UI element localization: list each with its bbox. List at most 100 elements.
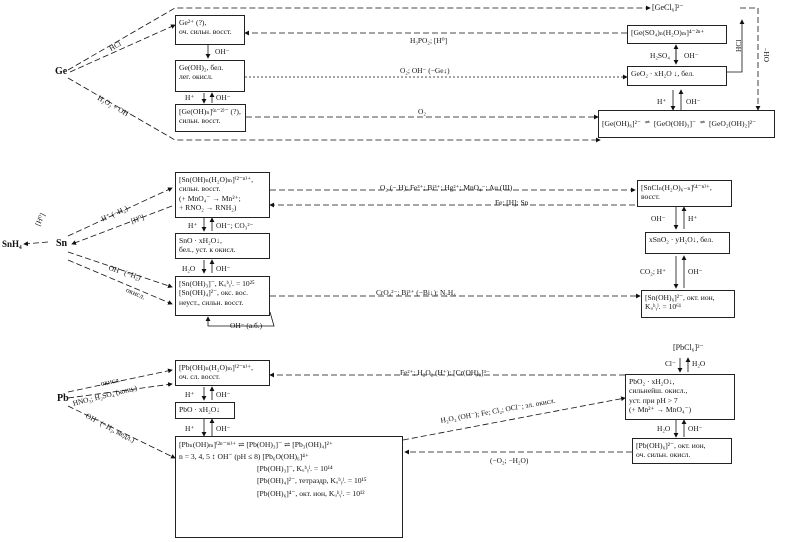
label-oh: OH⁻ [216,264,231,273]
label-cro4: CrO₄²⁻; Bi³⁺ (−Bi↓); N₂H₄ [376,288,456,297]
label-ge-o2: O₂; OH⁻ (−Ge↓) [400,66,450,75]
arrow-ge-gecl6 [67,5,651,71]
gecl6-label: [GeCl₆]²⁻ [652,3,684,12]
box-text: [Pb(OH)₆]²⁻, окт. ион, [636,441,706,450]
box-text: [Pbₙ(OH)ₘ]⁽²ⁿ⁻ᵐ⁾⁺ ⇌ [Pb(OH)₃]⁻ ⇌ [Pb₃(OH… [179,440,333,449]
element-ge: Ge [55,66,68,77]
box-text: [GeO₂(OH)₂]²⁻ [709,119,757,129]
box-text: [Pb(OH)₃]⁻, Kᵤᵇᵧˡ. = 10¹⁴ [257,464,333,474]
label-oh: OH⁻ [686,97,701,106]
box-text: [Pb(OH)₄]²⁻, тетраэдр, Kᵤᵇᵧˡ. = 10¹⁵ [257,476,367,486]
arrow-pb-poly [67,405,176,459]
box-text: [Sn(OH)₆]²⁻, окт. ион, [645,293,715,302]
box-text: восст. [641,192,660,202]
label-co2-h: CO₂; H⁺ [640,267,666,276]
label-oh-v: OH⁻ [762,47,771,62]
box-text: [Sn(OH)₃]⁻, Kᵤᵇᵧˡ. = 10²⁵ [179,279,255,288]
box-text: [SnClₙ(H₂O)₆₋ₙ]⁽⁴⁻ⁿ⁾⁺, [641,183,712,192]
box-text: лег. окисл. [179,72,213,82]
box-text: [Sn(OH)ₙ(H₂O)ₘ]⁽²⁻ⁿ⁾⁺, [179,175,254,184]
label-h: H⁺ [688,214,698,223]
box-pbo: PbO · xH₂O↓ [175,402,235,419]
box-text: уст. при pH > 7 [629,395,678,405]
box-text: (+ Mn²⁺ → MnO₄⁻) [629,404,692,414]
equilibrium-icon: ⇌ [699,120,706,127]
box-ge-ox-chain: [Ge(OH)₆]²⁻ ⇌ [GeO(OH)₃]⁻ ⇌ [GeO₂(OH)₂]²… [598,110,775,138]
box-pb-poly: [Pbₙ(OH)ₘ]⁽²ⁿ⁻ᵐ⁾⁺ ⇌ [Pb(OH)₃]⁻ ⇌ [Pb₃(OH… [175,436,403,538]
box-ge-so4: [Ge(SO₄)ₙ(H₂O)ₘ]⁴⁻²ⁿ⁺ [627,25,727,44]
box-text: PbO₂ · xH₂O↓, [629,377,675,386]
label-h: H⁺ [185,390,195,399]
box-sn-aqua: [Sn(OH)ₙ(H₂O)ₘ]⁽²⁻ⁿ⁾⁺, сильн. восст. (+ … [175,172,270,218]
box-text: (+ MnO₄⁻ → Mn²⁺; [179,193,241,203]
label-oh: OH⁻ [651,214,666,223]
box-sncl-iv: [SnClₙ(H₂O)₆₋ₙ]⁽⁴⁻ⁿ⁾⁺, восст. [637,180,732,207]
label-oh-co3: OH⁻; CO₃²⁻ [216,221,254,230]
box-ge-hydroxo: [Ge(OH)ₙ]⁽ⁿ⁻²⁾⁻ (?), сильн. восст. [175,104,246,132]
label-ge-o2b: O₂ [418,107,426,116]
label-oh: OH⁻ [216,390,231,399]
box-pbo2: PbO₂ · xH₂O↓, сильнейш. окисл., уст. при… [625,374,735,420]
pbcl6-label: [PbCl₆]²⁻ [673,343,704,352]
label-oh-ab: OH⁻ (а.б.) [230,321,263,330]
box-text: [Ge(OH)ₙ]⁽ⁿ⁻²⁾⁻ (?), [179,107,241,116]
box-text: [GeO(OH)₃]⁻ [653,119,696,129]
label-oh: OH⁻ [688,267,703,276]
label-sn-h: H⁺ [188,221,198,230]
label-h3po2: H₃PO₂; [H⁰] [410,36,448,45]
label-oh: OH⁻ [216,93,231,102]
label-h2o: H₂O [692,359,706,368]
box-text: PbO · xH₂O↓ [179,405,221,414]
arrow-sn-snh4 [23,241,49,247]
box-text: Ge(OH)₂, бел. [179,63,224,72]
box-ge-ion: Ge²⁺ (?), оч. сильн. восст. [175,15,245,45]
box-text: сильн. восст. [179,116,221,126]
label-hcl-v: HCl [734,39,743,52]
box-ge-oh2: Ge(OH)₂, бел. лег. окисл. [175,60,245,92]
arrow-gecl-right [740,7,761,111]
arrow-sn-oxid [67,259,173,305]
box-text: + RNO₂ → RNH₂) [179,202,237,212]
arrow-sn-oh3 [67,251,173,288]
box-text: [Ge(SO₄)ₙ(H₂O)ₘ]⁴⁻²ⁿ⁺ [631,28,705,37]
label-oh: OH⁻ [684,51,699,60]
box-sn-oh3: [Sn(OH)₃]⁻, Kᵤᵇᵧˡ. = 10²⁵ [Sn(OH)₄]²⁻, о… [175,276,270,316]
box-text: неуст., сильн. восст. [179,297,244,307]
box-text: GeO₂ · xH₂O ↓, бел. [631,69,695,78]
label-cl: Cl⁻ [665,359,676,368]
box-text: сильн. восст. [179,184,221,194]
box-text: [Pb(OH)₆]⁴⁻, окт. ион, Kᵤᵇᵧˡ. = 10¹² [257,488,365,498]
box-geo2: GeO₂ · xH₂O ↓, бел. [627,66,727,86]
arrow-ge-h2o2 [67,77,601,143]
box-text: [Ge(OH)₆]²⁻ [602,119,641,129]
arrow-ge-ion [69,24,176,73]
label-h: H⁺ [185,93,195,102]
box-text: [Pb(OH)ₙ(H₂O)ₘ]⁽²⁻ⁿ⁾⁺, [179,363,254,372]
element-snh4: SnH₄ [2,239,22,249]
box-text: бел., уст. к окисл. [179,245,236,255]
label-h2o: H₂O [182,264,196,273]
box-text: сильнейш. окисл., [629,386,688,396]
box-text: n = 3, 4, 5 ↕ OH⁻ (pH ≤ 8) [Pb₆O(OH)₆]⁴⁺ [179,452,309,462]
element-pb: Pb [57,393,69,404]
box-text: [Sn(OH)₄]²⁻, окс. вос. [179,288,249,298]
label-sn-red: Fe; [H]; Sn [495,198,529,207]
label-h2so4: H₂SO₄ [650,51,670,60]
arrow-sn-aqua1 [67,187,173,237]
label-h: H⁺ [657,97,667,106]
box-text: оч. сильн. окисл. [636,450,691,460]
label-h: H⁺ [185,424,195,433]
label-oh: OH⁻ [215,47,230,56]
label-pb-minus-o2: (−O₂; −H₂O) [490,456,529,465]
box-text: Ge²⁺ (?), [179,18,207,27]
box-text: Kᵤᵇᵧˡ. = 10⁶¹ [645,302,682,312]
arrow-geo2-gecl [727,19,745,73]
box-text: оч. сл. восст. [179,372,221,382]
box-text: SnO · xH₂O↓, [179,236,222,245]
box-text: оч. сильн. восст. [179,27,232,37]
box-pb-oh6: [Pb(OH)₆]²⁻, окт. ион, оч. сильн. окисл. [632,438,732,464]
arrow-poly-pbo2 [402,396,626,441]
equilibrium-icon: ⇌ [644,120,650,127]
label-sn-ox: O₂ (− H); Fe³⁺; Bi³⁺; Hg²⁺; MnO₄⁻; Au (I… [380,183,513,192]
